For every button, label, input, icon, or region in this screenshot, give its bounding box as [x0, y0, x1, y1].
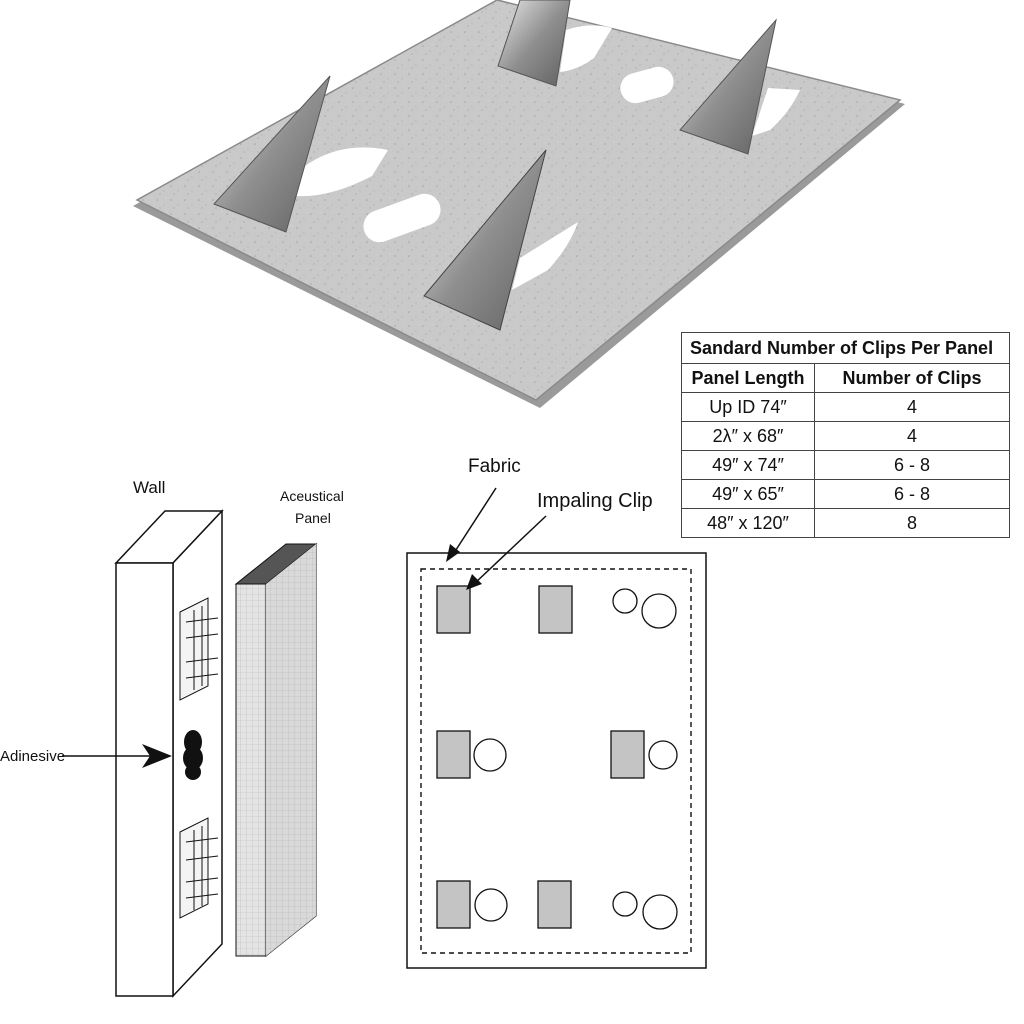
plate-spike — [213, 75, 331, 233]
wall-section — [114, 509, 224, 998]
clip-marker — [436, 585, 471, 634]
clip-marker — [537, 880, 572, 929]
clips-per-panel-table: Sandard Number of Clips Per Panel Panel … — [681, 332, 1010, 538]
panel-plan — [406, 552, 707, 969]
table-cell: 49″ x 65″ — [681, 479, 815, 509]
plate-slot — [363, 193, 441, 243]
acoustical-panel — [234, 542, 318, 958]
plate-spike — [497, 0, 571, 87]
fabric-label: Fabric — [468, 456, 521, 477]
fabric-leader — [451, 487, 497, 557]
adhesive-marker — [642, 894, 678, 930]
plate-spike — [423, 149, 547, 331]
table-title-row: Sandard Number of Clips Per Panel — [681, 332, 1010, 364]
adhesive-dots — [183, 730, 203, 780]
table-cell: 8 — [814, 508, 1010, 538]
plate-slot — [560, 25, 612, 72]
impaling-clip-plate — [133, 0, 905, 408]
panel-label-line2: Panel — [295, 510, 331, 526]
table-row: 49″ x 65″ 6 - 8 — [681, 479, 1010, 509]
table-cell: 2λ″ x 68″ — [681, 421, 815, 451]
table-cell: 48″ x 120″ — [681, 508, 815, 538]
panel-edge-dashed — [420, 568, 692, 954]
column-header-number-of-clips: Number of Clips — [814, 363, 1010, 393]
panel-label-line1: Aceustical — [280, 488, 344, 504]
adhesive-marker — [612, 588, 638, 614]
impaling-clip-label: Impaling Clip — [537, 490, 653, 512]
mounting-clip-lower — [179, 817, 219, 919]
table-header-row: Panel Length Number of Clips — [681, 363, 1010, 393]
clip-marker — [610, 730, 645, 779]
clip-arrowhead — [466, 574, 482, 590]
table-cell: 6 - 8 — [814, 479, 1010, 509]
adhesive-marker — [641, 593, 677, 629]
clip-marker — [436, 880, 471, 929]
plate-slot — [752, 88, 800, 136]
adhesive-label: Adinesive — [0, 748, 65, 765]
plate-slot — [296, 147, 388, 197]
plate-spike — [679, 18, 777, 155]
fabric-arrowhead — [446, 544, 460, 562]
adhesive-marker — [612, 891, 638, 917]
table-cell: 4 — [814, 392, 1010, 422]
table-row: 49″ x 74″ 6 - 8 — [681, 450, 1010, 480]
table-row: 48″ x 120″ 8 — [681, 508, 1010, 538]
table-cell: 49″ x 74″ — [681, 450, 815, 480]
clip-leader — [473, 515, 547, 585]
table-title: Sandard Number of Clips Per Panel — [681, 332, 1010, 364]
adhesive-marker — [648, 740, 678, 770]
adhesive-marker — [473, 738, 507, 772]
clip-marker — [436, 730, 471, 779]
plate-slot — [512, 222, 578, 290]
adhesive-arrowhead — [142, 744, 172, 768]
adhesive-marker — [474, 888, 508, 922]
plate-slot — [620, 66, 674, 104]
table-row: 2λ″ x 68″ 4 — [681, 421, 1010, 451]
table-row: Up ID 74″ 4 — [681, 392, 1010, 422]
column-header-panel-length: Panel Length — [681, 363, 815, 393]
mounting-clip-upper — [179, 597, 219, 701]
clip-marker — [538, 585, 573, 634]
table-cell: Up ID 74″ — [681, 392, 815, 422]
wall-label: Wall — [133, 478, 165, 497]
table-cell: 6 - 8 — [814, 450, 1010, 480]
table-cell: 4 — [814, 421, 1010, 451]
